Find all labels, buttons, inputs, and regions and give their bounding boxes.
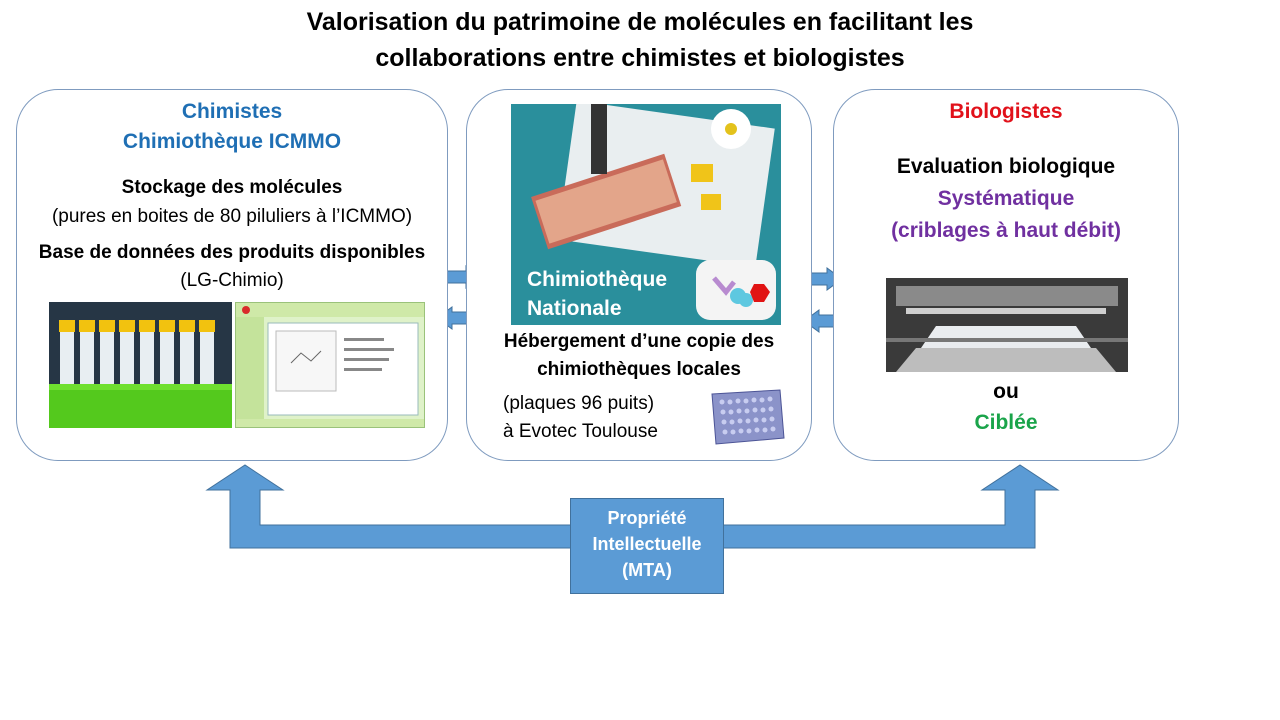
banner-line-2: Nationale: [527, 297, 622, 320]
banner-line-1: Chimiothèque: [527, 268, 667, 291]
vials-photo: [49, 302, 232, 428]
systematic-text: Systématique: [937, 187, 1075, 210]
ip-line-3: (MTA): [622, 560, 672, 580]
evaluation-text: Evaluation biologique: [896, 155, 1116, 178]
plates-text: (plaques 96 puits): [503, 393, 655, 414]
ip-line-1: Propriété: [607, 508, 687, 528]
slide-title: Valorisation du patrimoine de molécules …: [140, 4, 1140, 76]
targeted-text: Ciblée: [974, 411, 1038, 434]
chemists-heading: Chimistes: [181, 100, 283, 123]
title-line-2: collaborations entre chimistes et biolog…: [375, 44, 905, 72]
database-ui-illustration: [236, 303, 424, 427]
biologists-heading: Biologistes: [949, 100, 1063, 123]
lg-chimio-screenshot: [235, 302, 425, 428]
title-line-1: Valorisation du patrimoine de molécules …: [306, 8, 974, 36]
database-title: Base de données des produits disponibles: [38, 242, 426, 263]
intellectual-property-box: Propriété Intellectuelle (MTA): [570, 498, 724, 594]
logo-icon: [712, 276, 770, 307]
robot-illustration: [886, 278, 1128, 372]
hosting-line-2: chimiothèques locales: [537, 359, 741, 380]
well-plate-image: [708, 388, 785, 446]
screening-robot-photo: [886, 278, 1128, 372]
location-text: à Evotec Toulouse: [503, 421, 658, 442]
storage-detail: (pures en boites de 80 piluliers à l’ICM…: [51, 206, 413, 227]
hosting-line-1: Hébergement d’une copie des: [503, 331, 775, 352]
chemiotheque-icmmo-heading: Chimiothèque ICMMO: [122, 130, 342, 153]
ip-line-2: Intellectuelle: [592, 534, 702, 554]
storage-title: Stockage des molécules: [121, 177, 343, 198]
chimiotheque-logo: [696, 260, 776, 320]
or-text: ou: [993, 380, 1019, 403]
biologists-panel: [833, 89, 1179, 461]
bottom-bracket-arrow: [205, 464, 1060, 549]
vials-illustration: [49, 302, 232, 428]
screening-text: (criblages à haut débit): [891, 219, 1121, 242]
database-detail: (LG-Chimio): [180, 270, 284, 291]
chimiotheque-nationale-banner: Chimiothèque Nationale: [511, 104, 781, 325]
well-plate-illustration: [711, 389, 785, 445]
